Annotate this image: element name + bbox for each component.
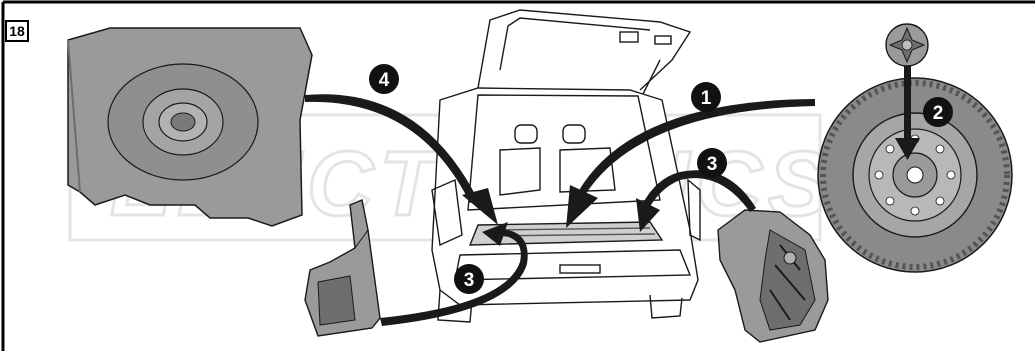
svg-text:2: 2	[933, 103, 944, 124]
svg-text:3: 3	[707, 154, 718, 175]
arrow-4-head	[462, 188, 498, 225]
callout-4: 4	[369, 64, 399, 94]
arrows	[305, 66, 920, 326]
arrow-1-head	[566, 185, 598, 228]
svg-text:3: 3	[464, 270, 475, 291]
wheel-nut-icon	[885, 23, 929, 67]
arrow-2	[904, 66, 911, 141]
arrow-3-left	[380, 229, 528, 326]
arrow-3-left-head	[482, 222, 508, 246]
svg-text:1: 1	[701, 88, 712, 109]
spare-tire-icon	[817, 77, 1013, 273]
callout-2: 2	[923, 97, 953, 127]
arrow-3-right-head	[636, 198, 660, 232]
callout-3-left: 3	[454, 264, 484, 294]
arrow-2-head	[895, 138, 920, 160]
step-number-badge: 18	[5, 20, 29, 42]
side-panel-icon	[304, 199, 381, 337]
subwoofer-panel-icon	[67, 27, 313, 227]
callout-1: 1	[691, 82, 721, 112]
callout-3-right: 3	[697, 148, 727, 178]
jack-tool-kit-icon	[717, 209, 829, 343]
svg-text:4: 4	[379, 70, 390, 91]
arrow-3-right	[642, 170, 756, 212]
arrow-4	[305, 94, 478, 203]
arrow-1	[578, 99, 815, 195]
